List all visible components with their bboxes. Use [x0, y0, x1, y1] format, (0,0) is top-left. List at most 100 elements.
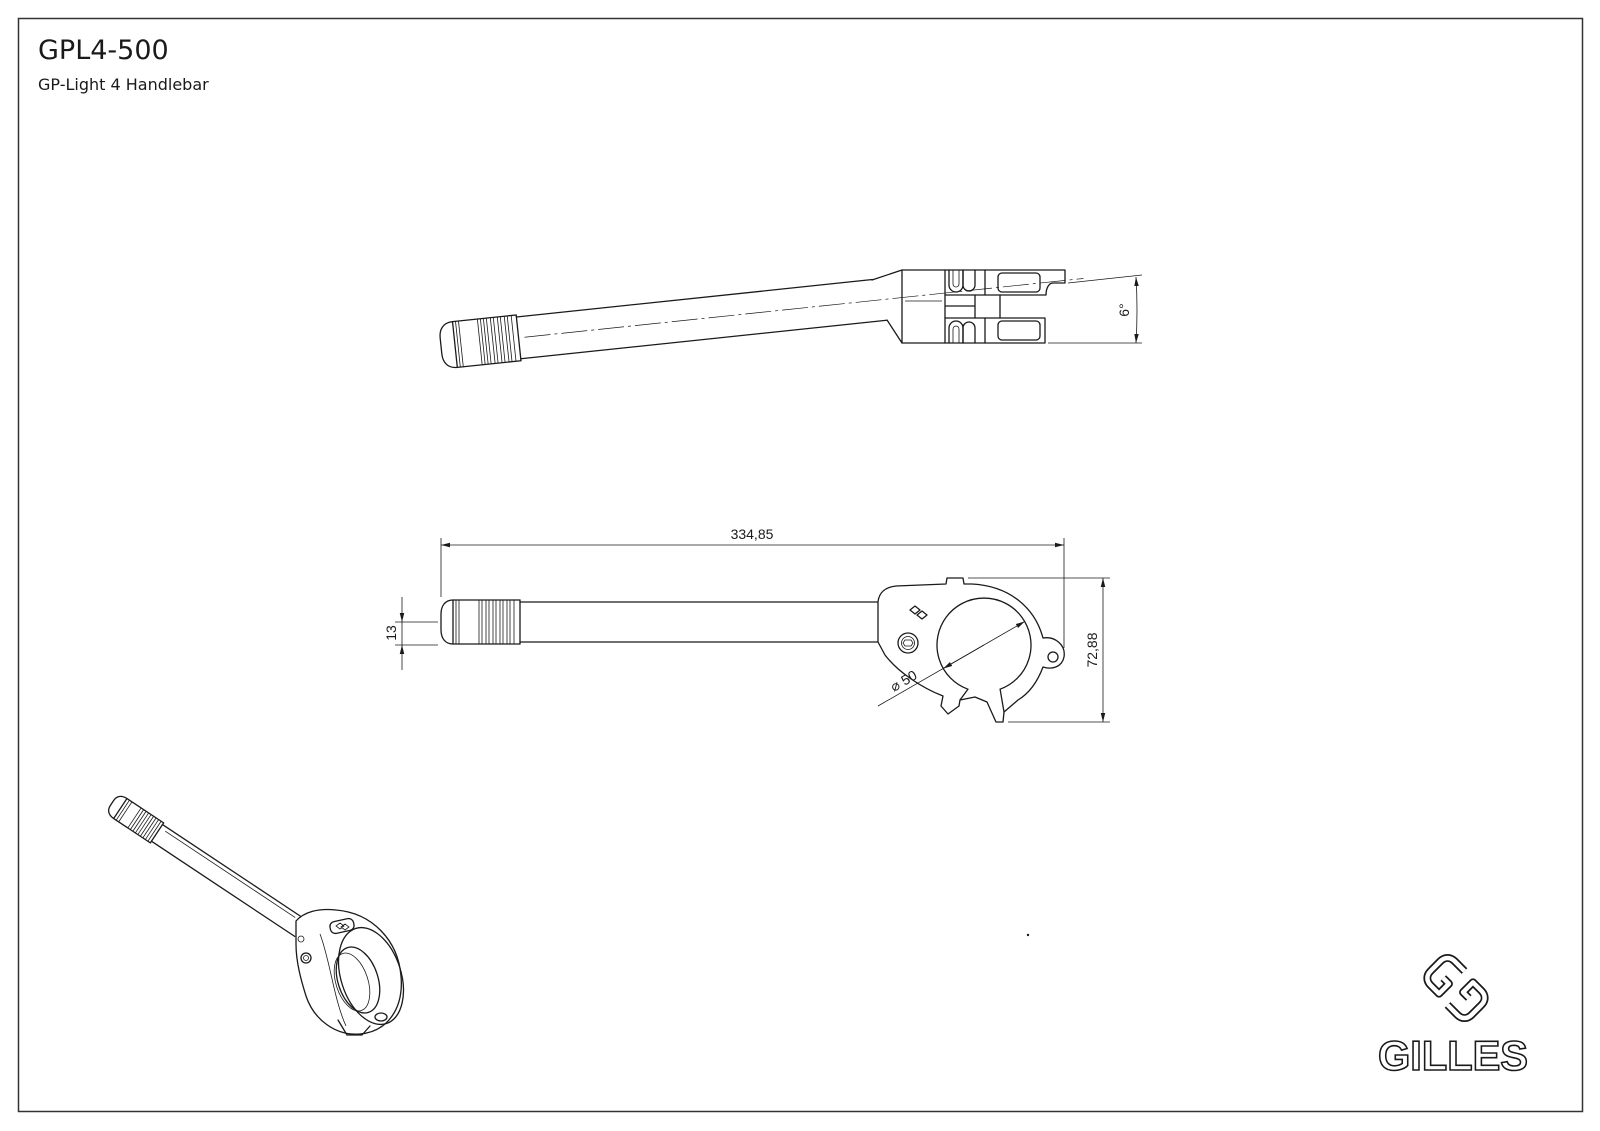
grip-groove-line	[132, 811, 147, 832]
sheet-frame	[17, 17, 1584, 1113]
grip-groove-line	[492, 317, 499, 364]
clamp-front-face	[337, 926, 405, 1026]
side-view-bar	[440, 599, 879, 645]
grip-groove-line	[510, 315, 517, 362]
bar-end-cap	[440, 599, 454, 645]
part-number: GPL4-500	[38, 35, 169, 66]
part-name: GP-Light 4 Handlebar	[38, 75, 209, 94]
height-dimension: 72,88	[968, 577, 1110, 723]
grip-outline	[113, 797, 165, 844]
grip-groove-line	[458, 320, 464, 367]
grip-end-edge	[149, 822, 165, 844]
clamp-bore	[936, 597, 1032, 690]
offset-dimension-label: 13	[383, 625, 399, 641]
brand-wordmark: GILLES	[1378, 1032, 1528, 1079]
gilles-gg-emblem-icon	[1423, 953, 1489, 1023]
bolt-head-outline	[962, 321, 976, 344]
bar-centerline	[524, 278, 1084, 338]
grip-groove-line	[145, 819, 159, 840]
grip-groove-line	[503, 316, 510, 363]
grip-groove-line	[135, 812, 149, 834]
length-dimension: 334,85	[440, 526, 1065, 648]
isometric-bar	[107, 795, 307, 938]
grip-groove-line	[127, 807, 142, 829]
top-view-clamp	[871, 269, 1066, 344]
top-view: 6°	[439, 269, 1143, 369]
isometric-view	[107, 795, 405, 1036]
bolt-head-inner	[952, 270, 960, 288]
grip-groove-line	[137, 814, 152, 835]
grip-groove-line	[476, 319, 483, 365]
bolt-head-outline	[948, 269, 964, 293]
bolt-head-outline	[962, 269, 976, 292]
isometric-clamp	[295, 908, 405, 1036]
clamp-neck	[871, 269, 946, 344]
clamp-lower-band	[944, 317, 1046, 344]
grip-outline	[452, 599, 521, 645]
grip-groove-line	[140, 816, 154, 837]
gilles-logo: GILLES	[1377, 953, 1529, 1080]
grip-groove-line	[485, 318, 492, 364]
grip-groove-line	[499, 316, 506, 363]
grip-end-edge	[515, 314, 522, 362]
grip-grooves	[455, 315, 517, 368]
clamp-split-lines	[959, 688, 1005, 713]
angle-dimension: 6°	[1048, 274, 1143, 344]
grip-groove-line	[130, 809, 144, 830]
clamp-bore-inner	[333, 952, 371, 1012]
side-view: 334,85 13 72,88 ⌀ 50	[383, 526, 1110, 723]
pinch-bolt-inner	[901, 636, 915, 650]
grip-grooves	[115, 799, 162, 842]
grip-groove-line	[142, 817, 157, 839]
height-dimension-label: 72,88	[1084, 632, 1100, 667]
angle-dimension-label: 6°	[1116, 303, 1132, 316]
clamp-split-gap	[944, 294, 1001, 319]
bar-tube-edges	[150, 823, 307, 938]
pinch-bolt-head	[300, 952, 312, 964]
grip-grooves	[455, 600, 515, 644]
angle-extension-line	[1067, 274, 1143, 284]
grip-groove-line	[147, 821, 162, 842]
gilles-emblem-icon	[909, 605, 928, 620]
emblem-right-g-inner	[1445, 980, 1487, 1021]
bolt-head-inner	[952, 325, 960, 343]
grip-groove-line	[115, 799, 130, 821]
gilles-emblem-icon	[335, 922, 350, 931]
clamp-side-edge	[319, 933, 347, 1027]
clamp-body-outline	[877, 577, 1065, 723]
grip-groove-line	[455, 321, 461, 368]
angle-dimension-arc	[1134, 276, 1139, 344]
lug-hole	[374, 1012, 388, 1022]
grip-groove-line	[479, 318, 486, 365]
grip-groove-line	[482, 318, 489, 365]
grip-groove-line	[489, 317, 496, 364]
clamp-bottom-tab	[337, 1019, 371, 1036]
bar-end-cap	[439, 321, 458, 369]
emblem-left-g-inner	[1425, 955, 1467, 996]
clamp-bore-edge	[335, 946, 381, 1014]
grip-groove-line	[118, 801, 133, 823]
bar-tube-highlight	[165, 830, 296, 918]
clamp-lower-pad	[997, 320, 1041, 341]
top-view-bar	[439, 278, 1084, 369]
clamp-upper-band	[944, 269, 1066, 296]
title-block: GPL4-500 GP-Light 4 Handlebar	[38, 35, 209, 94]
grip-groove-line	[506, 315, 513, 362]
pinch-bolt-head	[897, 632, 919, 654]
bar-end-cap	[107, 795, 128, 820]
bar-tube-edges	[515, 278, 888, 360]
length-dimension-label: 334,85	[731, 526, 774, 542]
grip-groove-line	[496, 316, 503, 363]
pinch-bolt-inner	[303, 955, 309, 961]
stray-mark	[1026, 933, 1030, 937]
offset-dimension: 13	[383, 597, 438, 670]
lug-hole	[1047, 651, 1059, 663]
bolt-head-outline	[948, 320, 964, 344]
bar-tube-edges	[519, 601, 879, 643]
hex-socket-icon	[902, 639, 914, 647]
diameter-dimension-line	[943, 644, 985, 669]
clamp-hole	[297, 935, 305, 943]
grip-outline	[451, 314, 522, 369]
clamp-upper-pad	[997, 272, 1041, 293]
